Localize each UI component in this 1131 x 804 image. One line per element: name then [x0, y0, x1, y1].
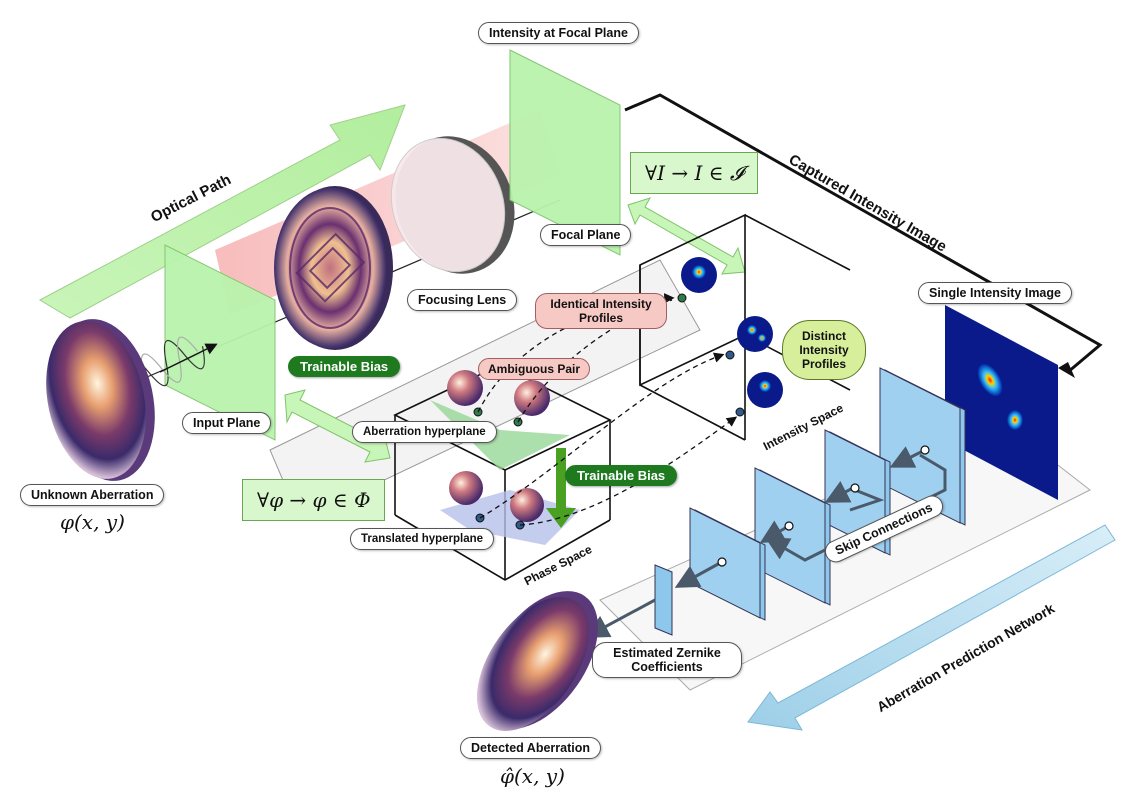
layer-nodes — [717, 445, 930, 567]
captured-path — [624, 93, 1103, 374]
bias-shift-shaft — [556, 448, 566, 508]
optical-path-arrow — [38, 104, 406, 319]
trainable-bias-label-top: Trainable Bias — [288, 356, 401, 377]
detected-aberration-math: φ̂(x, y) — [500, 764, 565, 788]
phase-ball-4 — [510, 488, 544, 522]
skip-connection-arrows — [584, 446, 947, 638]
bias-shift-arrowhead — [546, 508, 576, 528]
single-intensity-image — [945, 305, 1058, 500]
input-plane — [164, 244, 276, 441]
intensity-spot-3-core — [759, 380, 771, 392]
input-plane-label: Input Plane — [182, 412, 272, 434]
focal-plane — [509, 49, 621, 256]
detected-aberration-label: Detected Aberration — [460, 737, 602, 759]
aberration-hyperplane — [430, 400, 570, 470]
captured-arrowhead — [1058, 362, 1075, 378]
intensity-point-1 — [677, 293, 687, 303]
estimated-zernike-label: Estimated Zernike Coefficients — [592, 642, 742, 678]
phase-set-formula: ∀φ → φ ∈ Φ — [242, 479, 386, 521]
focusing-lens-label: Focusing Lens — [407, 289, 518, 311]
detected-aberration-disc — [476, 597, 590, 731]
intensity-spot-2-core-b — [758, 334, 766, 342]
identical-profiles-label: Identical Intensity Profiles — [535, 293, 667, 329]
phase-ball-1 — [447, 370, 483, 406]
single-intensity-image-label: Single Intensity Image — [918, 282, 1072, 304]
focusing-lens — [390, 137, 506, 273]
bias-pattern — [289, 207, 371, 329]
unknown-aberration-math: φ(x, y) — [60, 510, 125, 534]
unknown-aberration-disc — [46, 321, 146, 479]
ambiguous-pair-label: Ambiguous Pair — [478, 358, 591, 380]
input-arrow — [159, 343, 218, 373]
translated-hyperplane-label: Translated hyperplane — [350, 528, 495, 550]
intensity-point-3 — [735, 407, 745, 417]
unknown-aberration-label: Unknown Aberration — [20, 484, 165, 506]
phase-ball-3 — [449, 471, 483, 505]
intensity-spot-1-core — [692, 265, 706, 279]
input-phase-arrow — [284, 389, 391, 463]
intensity-point-2 — [725, 350, 735, 360]
trainable-bias-label-mid: Trainable Bias — [565, 465, 678, 486]
intensity-blob-1 — [977, 363, 1003, 397]
intensity-spot-2-core-a — [747, 325, 757, 335]
intensity-focal-plane-label: Intensity at Focal Plane — [478, 22, 639, 44]
trainable-bias-disc — [274, 188, 386, 348]
focal-plane-label: Focal Plane — [540, 224, 632, 246]
network-arrow — [747, 524, 1116, 731]
translated-hyperplane — [440, 490, 580, 545]
aberration-hyperplane-label: Aberration hyperplane — [352, 421, 497, 443]
distinct-profiles-label: Distinct Intensity Profiles — [782, 320, 866, 380]
intensity-blob-2 — [1007, 410, 1023, 430]
intensity-set-formula: ∀I → I ∈ 𝓘 — [630, 152, 759, 194]
